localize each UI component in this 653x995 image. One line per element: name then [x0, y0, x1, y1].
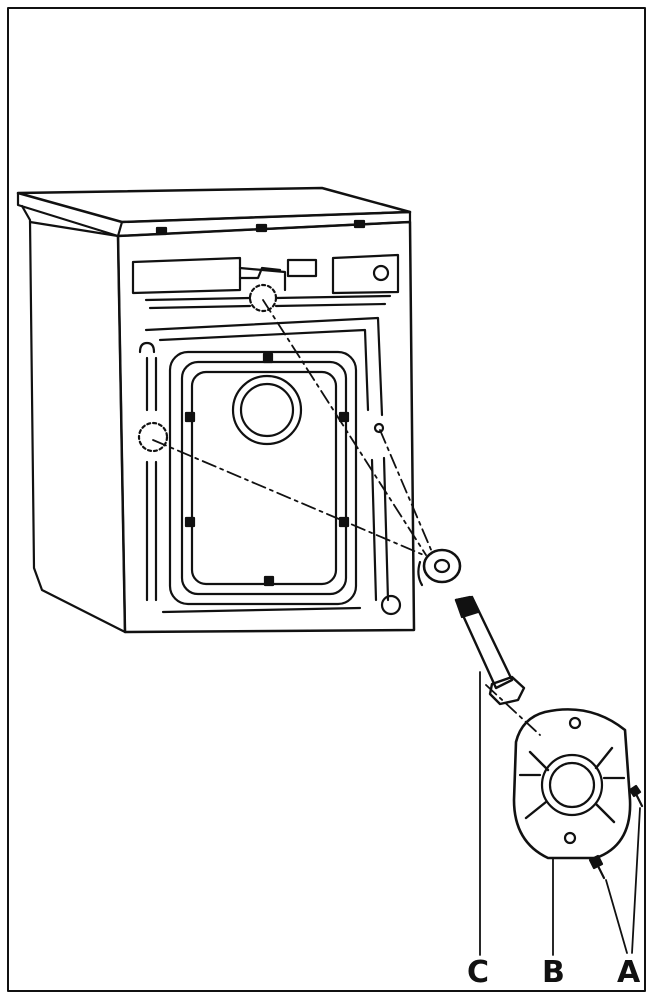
leader-lines — [479, 671, 641, 956]
machine-top-side-edge — [16, 191, 120, 238]
drum-hub-outer — [231, 374, 303, 446]
machine-side-panel — [20, 204, 127, 634]
cap-screw-hole-bottom — [563, 831, 577, 845]
label-a: A — [617, 955, 641, 990]
washing-machine — [16, 186, 416, 634]
cap-centre — [548, 761, 596, 809]
left-pipe-cap — [138, 341, 156, 354]
alignment-line-left — [152, 439, 427, 557]
upper-vent-notch — [238, 266, 287, 292]
transit-bolt-hole-left — [137, 421, 169, 453]
screw-lower-shank — [596, 864, 606, 880]
surround-bolt-top — [262, 352, 274, 364]
upper-vent-small-box — [286, 258, 318, 278]
drum-surround-mid — [180, 360, 348, 596]
upper-vent-left — [131, 256, 242, 295]
bolt-thread — [454, 595, 480, 619]
lower-rail — [161, 606, 362, 614]
transit-bolt — [454, 595, 526, 706]
page-border — [7, 7, 646, 992]
cap-ribs — [524, 746, 616, 824]
left-pipe-lower — [145, 460, 158, 602]
drum-surround-inner — [190, 370, 338, 586]
left-pipe-upper — [145, 356, 158, 412]
surround-bolt-left-top — [184, 411, 196, 423]
surround-bolt-right-top — [338, 411, 350, 423]
surround-bolt-bottom — [263, 575, 275, 587]
frame-line-outer — [144, 316, 384, 417]
right-pipe — [370, 456, 390, 602]
cap-inner-ring — [540, 753, 604, 817]
cap-side-ribs — [518, 773, 626, 780]
screws — [588, 784, 644, 880]
spacer-washer — [417, 548, 462, 587]
leader-a-lower — [605, 879, 628, 954]
side-panel-top-line — [28, 220, 120, 238]
machine-top — [16, 186, 412, 224]
label-b: B — [542, 955, 565, 990]
drum-hub-inner — [239, 382, 295, 438]
label-c: C — [467, 955, 490, 990]
upper-rail — [144, 294, 392, 302]
drum-surround-outer — [168, 350, 358, 606]
alignment-line-bolt-cap — [485, 684, 541, 736]
upper-rail-inner — [148, 302, 387, 310]
blanking-cap — [512, 708, 632, 860]
bolt-head — [488, 675, 526, 706]
screw-upper-shank — [634, 792, 644, 808]
alignment-lines — [152, 299, 541, 736]
right-small-hole — [373, 422, 385, 434]
rear-access-hole — [372, 264, 390, 282]
surround-bolt-left-bottom — [184, 516, 196, 528]
lower-right-hole — [380, 594, 402, 616]
leader-a-upper — [631, 807, 641, 954]
frame-line-inner — [158, 328, 370, 412]
back-panel-corner — [116, 234, 127, 634]
cap-outer — [512, 708, 632, 860]
screw-lower-head — [588, 854, 604, 870]
alignment-line-right — [379, 429, 433, 553]
rear-access-panel — [331, 253, 400, 295]
upper-detail-line — [238, 266, 282, 280]
screw-upper-head — [628, 784, 642, 798]
transit-bolt-hole-upper — [248, 283, 278, 313]
alignment-line-upper — [262, 299, 427, 556]
cap-screw-hole-top — [568, 716, 582, 730]
